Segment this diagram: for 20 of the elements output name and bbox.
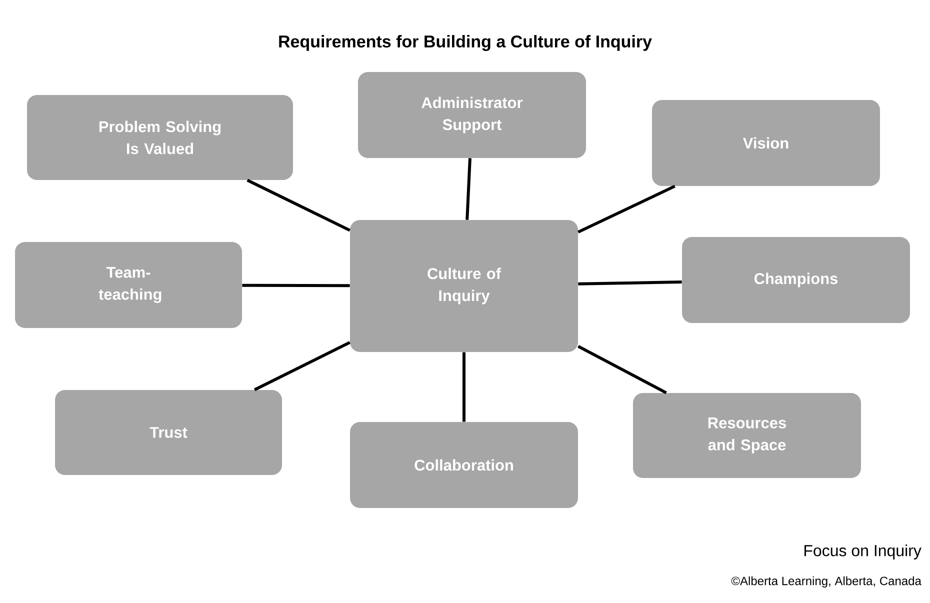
concept-box: Resources and Space — [633, 392, 861, 478]
concept-box: Trust — [55, 390, 282, 475]
concept-box: Culture of Inquiry — [350, 220, 578, 352]
concept-box: Champions — [682, 237, 910, 323]
connector-line — [246, 178, 350, 232]
connector-line — [242, 284, 350, 288]
concept-box: Collaboration — [350, 422, 578, 508]
title: Requirements for Building a Culture of Inquiry — [279, 35, 652, 51]
connector-line — [254, 341, 350, 392]
concept-box: Team-teaching — [15, 242, 242, 328]
source-note: ©Alberta Learning, Alberta, Canada — [731, 576, 922, 588]
concept-box: Administrator Support — [358, 72, 586, 158]
connector-line — [578, 184, 676, 234]
source-note: Focus on Inquiry — [804, 544, 922, 560]
concept-box: Vision — [652, 100, 880, 186]
concept-box: Problem Solving Is Valued — [27, 95, 293, 180]
connector-line — [578, 280, 682, 286]
connector-line — [466, 158, 472, 220]
connector-line — [462, 352, 466, 422]
connector-line — [578, 344, 667, 394]
